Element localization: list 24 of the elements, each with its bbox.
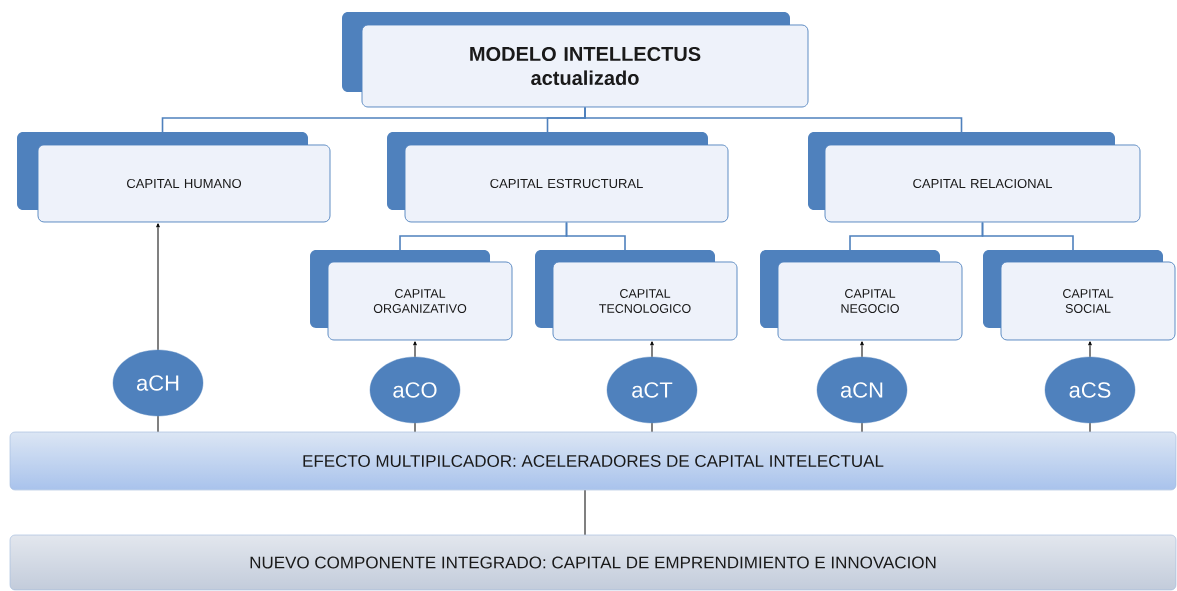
capital-box: CAPITAL NEGOCIO — [760, 250, 963, 341]
title-box: MODELO INTELLECTUS actualizado — [342, 12, 809, 108]
arrow — [650, 341, 654, 358]
connector-line — [861, 422, 863, 433]
capital-box: CAPITAL TECNOLOGICO — [535, 250, 738, 341]
connector-line — [651, 422, 653, 433]
banner-bar: NUEVO COMPONENTE INTEGRADO: CAPITAL DE EMPRENDIMIENTO E INNOVACION — [9, 534, 1177, 591]
capital-box: CAPITAL SOCIAL — [983, 250, 1176, 341]
arrow — [413, 341, 417, 358]
connector-line — [414, 422, 416, 433]
arrow — [860, 341, 864, 358]
capital-box: CAPITAL RELACIONAL — [808, 132, 1141, 223]
connector-line — [157, 415, 159, 433]
connector-line — [584, 489, 586, 536]
arrow — [156, 223, 160, 351]
connector-line — [565, 221, 626, 251]
connector-line — [981, 221, 1074, 251]
connector-line — [1089, 422, 1091, 433]
connector-line — [584, 106, 963, 133]
capital-box: CAPITAL ESTRUCTURAL — [387, 132, 729, 223]
capital-box: CAPITAL ORGANIZATIVO — [310, 250, 513, 341]
capital-box: CAPITAL HUMANO — [17, 132, 331, 223]
arrow — [1088, 341, 1092, 358]
banner-bar: EFECTO MULTIPILCADOR: ACELERADORES DE CAPITAL INTELECTUAL — [9, 431, 1177, 491]
